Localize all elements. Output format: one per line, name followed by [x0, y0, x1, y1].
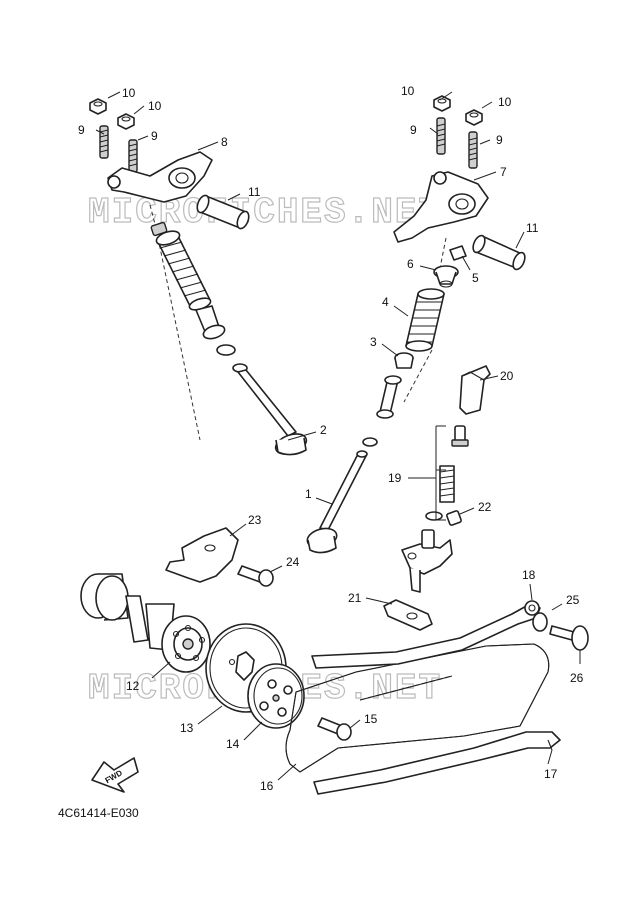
- adjust-screw-right-a: [436, 117, 446, 155]
- diagram-code: 4C61414-E030: [58, 806, 139, 820]
- callout-21: 21: [348, 591, 362, 605]
- spring-retainer: [433, 265, 459, 288]
- callout-2: 2: [320, 423, 327, 437]
- tensioner-body: [401, 529, 453, 593]
- valve-clip-right: [362, 437, 378, 447]
- callout-13: 13: [180, 721, 194, 735]
- intake-valve: [306, 450, 368, 554]
- fwd-arrow-icon: FWD: [91, 757, 139, 793]
- callout-23: 23: [248, 513, 262, 527]
- valve-spring-right: [405, 288, 445, 352]
- tensioner-cap: [459, 365, 491, 415]
- callout-9: 9: [151, 129, 158, 143]
- callout-17: 17: [544, 767, 558, 781]
- tensioner-spring: [439, 465, 455, 503]
- callout-14: 14: [226, 737, 240, 751]
- decompression-lever: [165, 527, 239, 583]
- callout-18: 18: [522, 568, 536, 582]
- tensioner-o-ring: [425, 511, 443, 521]
- callout-25: 25: [566, 593, 580, 607]
- valve-guide: [376, 375, 402, 419]
- callout-9: 9: [496, 133, 503, 147]
- callout-22: 22: [478, 500, 492, 514]
- callout-9: 9: [78, 123, 85, 137]
- sprocket-bolt: [317, 717, 352, 741]
- callout-10: 10: [122, 86, 136, 100]
- callout-10: 10: [401, 84, 415, 98]
- adjust-nut-left-b: [117, 113, 135, 130]
- valve-spring-left: [150, 221, 226, 340]
- callout-7: 7: [500, 165, 507, 179]
- valve-seal-left: [216, 344, 236, 356]
- callout-15: 15: [364, 712, 378, 726]
- adjust-nut-right-b: [465, 109, 483, 126]
- callout-26: 26: [570, 671, 584, 685]
- lever-bolt: [237, 565, 274, 587]
- sprocket-plate: [247, 663, 305, 729]
- adjust-screw-left-a: [99, 125, 109, 159]
- chain-guide-lower: [313, 731, 561, 795]
- rocker-shaft-right: [472, 234, 526, 271]
- guide-bolt: [549, 625, 589, 651]
- callout-11: 11: [248, 185, 261, 199]
- callout-3: 3: [370, 335, 377, 349]
- chain-segment: [359, 675, 453, 701]
- callout-10: 10: [498, 95, 512, 109]
- callout-12: 12: [126, 679, 140, 693]
- tensioner-gasket: [383, 599, 433, 631]
- callout-20: 20: [500, 369, 514, 383]
- guide-o-ring: [532, 612, 548, 632]
- adjust-screw-right-b: [468, 131, 478, 169]
- callout-24: 24: [286, 555, 300, 569]
- rocker-shaft-left: [196, 194, 250, 230]
- callout-19: 19: [388, 471, 402, 485]
- callout-8: 8: [221, 135, 228, 149]
- callout-16: 16: [260, 779, 274, 793]
- callout-10: 10: [148, 99, 162, 113]
- callout-9: 9: [410, 123, 417, 137]
- tensioner-screw: [446, 510, 462, 526]
- timing-chain: [285, 643, 550, 773]
- adjust-screw-left-b: [128, 139, 138, 173]
- callout-1: 1: [305, 487, 312, 501]
- spring-seat: [394, 352, 414, 369]
- callout-11: 11: [526, 221, 539, 235]
- callout-4: 4: [382, 295, 389, 309]
- exhaust-valve: [237, 369, 308, 456]
- callout-6: 6: [407, 257, 414, 271]
- chain-guide-tensioner-side: [311, 600, 541, 669]
- camshaft: [80, 573, 211, 673]
- rocker-arm-right: [393, 171, 489, 243]
- adjust-nut-left-a: [89, 98, 107, 115]
- callout-5: 5: [472, 271, 479, 285]
- rocker-arm-left: [107, 151, 213, 203]
- watermark-top: MICROFICHES.NET: [88, 192, 442, 233]
- tensioner-bolt: [451, 425, 469, 447]
